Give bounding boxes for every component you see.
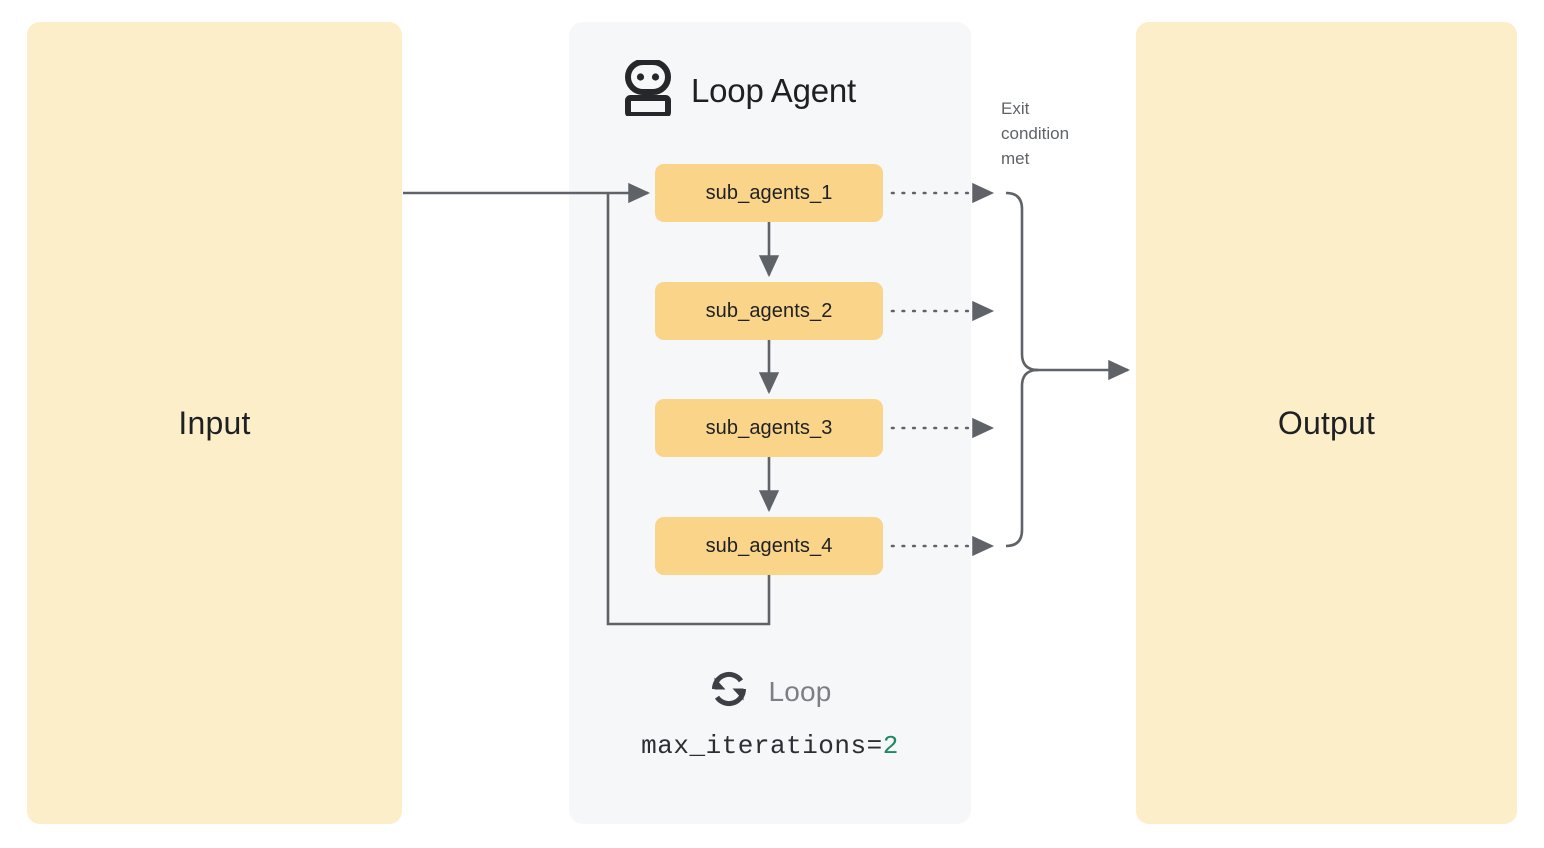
max-iterations-key: max_iterations= bbox=[641, 731, 883, 761]
loop-agent-title: Loop Agent bbox=[691, 72, 856, 109]
sub-agent-box[interactable]: sub_agents_4 bbox=[655, 517, 883, 575]
loop-agent-header: Loop Agent bbox=[625, 59, 856, 121]
input-label: Input bbox=[178, 404, 251, 441]
output-label: Output bbox=[1277, 404, 1376, 441]
sub-agent-box[interactable]: sub_agents_1 bbox=[655, 164, 883, 222]
loop-label: Loop bbox=[768, 675, 832, 707]
sub-agent-label: sub_agents_4 bbox=[705, 534, 833, 557]
wire-collector-top bbox=[1005, 191, 1039, 372]
output-panel: Output bbox=[1136, 22, 1517, 824]
max-iterations-text: max_iterations=2 bbox=[569, 731, 971, 761]
loop-footer: Loop max_iterations=2 bbox=[569, 668, 971, 761]
wire-collector-bottom bbox=[1005, 368, 1039, 548]
sub-agent-label: sub_agents_1 bbox=[705, 181, 833, 204]
sub-agent-label: sub_agents_2 bbox=[705, 299, 833, 322]
max-iterations-value: 2 bbox=[882, 731, 899, 761]
sub-agent-box[interactable]: sub_agents_2 bbox=[655, 282, 883, 340]
sub-agent-box[interactable]: sub_agents_3 bbox=[655, 399, 883, 457]
exit-condition-label: Exit condition met bbox=[1001, 99, 1070, 168]
sub-agent-label: sub_agents_3 bbox=[705, 416, 833, 439]
robot-icon bbox=[625, 59, 671, 121]
loop-refresh-icon bbox=[708, 668, 750, 715]
input-panel: Input bbox=[27, 22, 402, 824]
